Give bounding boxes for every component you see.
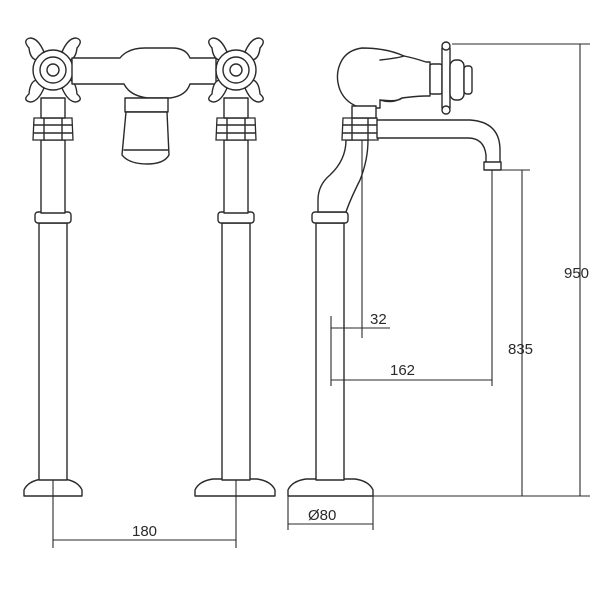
spout-reach-label: 162 — [390, 362, 415, 379]
left-hex-nut — [32, 117, 74, 141]
spout-height-label: 835 — [508, 341, 533, 358]
right-standpipe — [194, 97, 276, 497]
tap-centres-dimension: 180 — [52, 480, 237, 548]
right-hex-nut — [215, 117, 257, 141]
side-valve-body — [336, 47, 431, 109]
side-spout — [376, 119, 501, 169]
left-lower-pipe — [38, 222, 68, 481]
front-view: 180 — [23, 37, 276, 548]
left-standpipe — [23, 97, 83, 497]
side-collar — [311, 211, 349, 224]
spout-stem — [124, 97, 169, 113]
side-curved-riser — [317, 139, 369, 213]
left-valve-stem — [40, 97, 66, 119]
side-view: 950 835 162 32 Ø80 — [287, 41, 590, 530]
spout-height-dimension: 835 — [494, 169, 533, 496]
pipe-offset-dimension: 32 — [331, 140, 390, 338]
right-upper-pipe — [223, 139, 249, 214]
right-cross-handle-icon — [208, 37, 264, 103]
spout-reach-dimension: 162 — [330, 170, 493, 386]
left-cross-handle-icon — [25, 37, 81, 103]
side-spout-tip — [483, 161, 502, 171]
side-base-flange — [287, 478, 374, 497]
base-diameter-label: Ø80 — [308, 507, 336, 524]
base-diameter-dimension: Ø80 — [287, 496, 374, 530]
side-handle-icon — [429, 41, 473, 115]
front-spout-outlet — [121, 111, 170, 165]
side-lower-pipe — [315, 222, 345, 481]
pipe-offset-label: 32 — [370, 311, 387, 328]
central-body — [71, 47, 217, 165]
right-lower-pipe — [221, 222, 251, 481]
right-base-flange — [194, 478, 276, 497]
side-hex-nut — [341, 117, 379, 141]
overall-height-dimension: 950 — [373, 43, 590, 497]
tap-centres-label: 180 — [132, 523, 157, 540]
side-valve-neck — [351, 105, 377, 119]
overall-height-label: 950 — [564, 265, 589, 282]
left-upper-pipe — [40, 139, 66, 214]
right-valve-stem — [223, 97, 249, 119]
